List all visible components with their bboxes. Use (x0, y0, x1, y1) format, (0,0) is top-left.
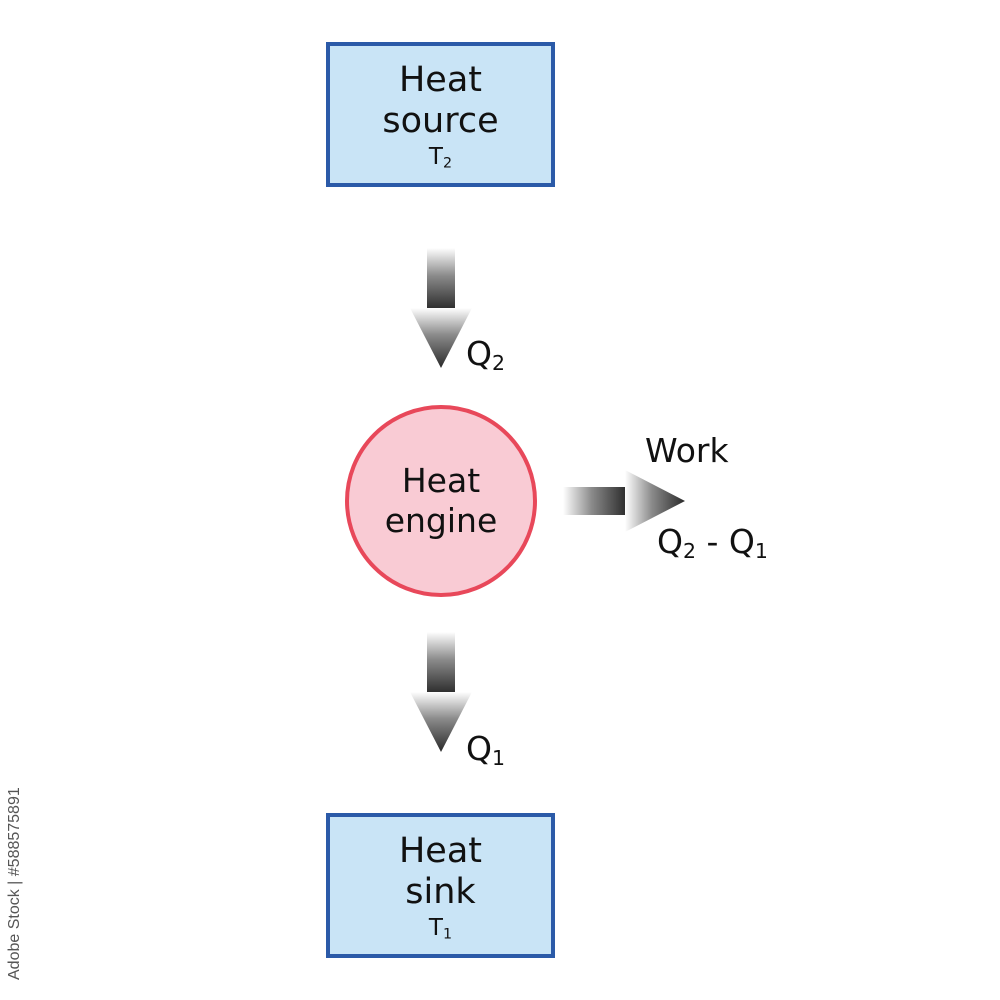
heat-source-box: Heat source T2 (326, 42, 555, 187)
work-expression: Q2 - Q1 (657, 523, 768, 570)
q1-symbol: Q (466, 729, 492, 768)
heat-sink-label-line1: Heat (398, 831, 483, 871)
work-expr-b-subscript: 1 (754, 539, 768, 564)
heat-sink-label-line2: sink (405, 872, 476, 912)
work-arrow (563, 470, 685, 532)
work-expr-a-symbol: Q (657, 522, 683, 561)
heat-out-label: Q1 (466, 730, 505, 777)
work-expr-a-subscript: 2 (682, 539, 696, 564)
heat-sink-temperature: T1 (330, 915, 551, 948)
stock-credit: Adobe Stock | #588575891 (6, 765, 38, 980)
heat-engine-circle: Heat engine (345, 405, 537, 597)
heat-source-label-line1: Heat (398, 60, 483, 100)
heat-engine-label-line1: Heat (401, 461, 481, 500)
work-label: Work (645, 431, 729, 470)
q1-subscript: 1 (491, 746, 505, 771)
heat-sink-box: Heat sink T1 (326, 813, 555, 958)
work-expr-b-symbol: Q (728, 522, 755, 561)
heat-source-label-line2: source (382, 101, 499, 141)
temp-subscript: 1 (442, 926, 453, 943)
q2-subscript: 2 (491, 351, 505, 376)
temp-symbol: T (428, 144, 443, 170)
temp-symbol: T (428, 915, 443, 941)
heat-source-temperature: T2 (330, 144, 551, 177)
stock-credit-text: Adobe Stock | #588575891 (6, 787, 23, 980)
heat-in-label: Q2 (466, 335, 505, 382)
work-expr-operator: - (696, 522, 729, 561)
temp-subscript: 2 (442, 155, 453, 172)
heat-out-arrow (410, 632, 472, 752)
heat-in-arrow (410, 248, 472, 368)
heat-engine-label-line2: engine (384, 501, 498, 540)
q2-symbol: Q (466, 334, 492, 373)
